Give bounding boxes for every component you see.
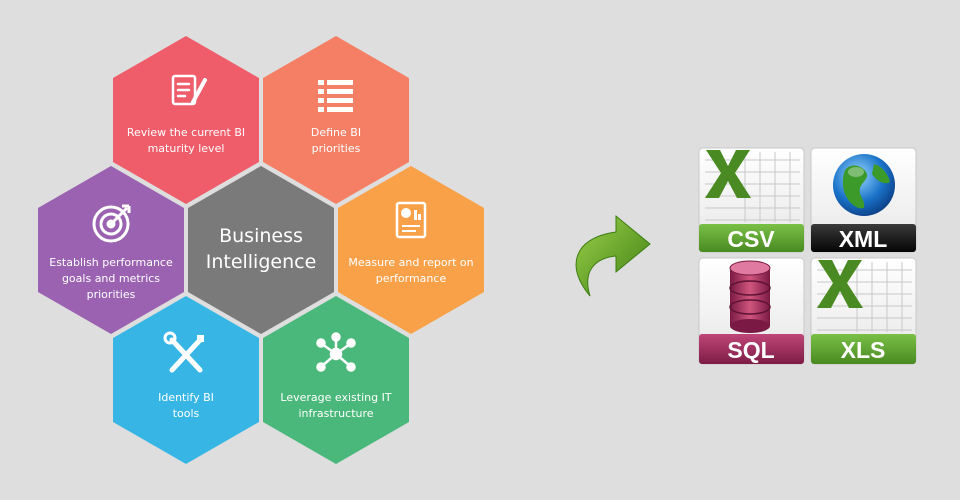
hex-establish-label-line2: goals and metrics (62, 272, 160, 285)
format-tile-xml: XML (810, 147, 917, 253)
format-label-xml: XML (839, 226, 888, 252)
hex-leverage-label-line2: infrastructure (298, 407, 373, 420)
hex-leverage-label-line1: Leverage existing IT (280, 391, 391, 404)
hex-establish-label-line3: priorities (87, 288, 136, 301)
hex-review-shape (113, 36, 259, 204)
hex-define-label-line1: Define BI (311, 126, 361, 139)
hex-center-shape (188, 166, 334, 334)
format-tile-xls: XLS (810, 257, 917, 365)
format-label-sql: SQL (727, 337, 774, 363)
hex-measure-and-report: Measure and report on performance (338, 166, 484, 334)
hex-measure-label-line2: performance (376, 272, 447, 285)
hex-identify-bi-tools: Identify BI tools (113, 296, 259, 464)
hex-establish-performance-goals: Establish performance goals and metrics … (38, 166, 184, 334)
hex-establish-label-line1: Establish performance (49, 256, 173, 269)
target-icon (92, 204, 131, 243)
format-tile-sql: SQL (698, 257, 805, 365)
format-label-csv: CSV (727, 226, 775, 252)
network-icon (316, 332, 356, 372)
report-chart-icon (395, 201, 427, 239)
wrench-screwdriver-icon (163, 331, 204, 373)
database-icon (729, 260, 771, 333)
excel-icon (817, 260, 912, 332)
hex-review-current-bi: Review the current BI maturity level (113, 36, 259, 204)
excel-icon (705, 150, 800, 222)
hex-identify-label-line2: tools (173, 407, 200, 420)
curved-arrow-icon (575, 214, 651, 297)
hex-define-bi-priorities: Define BI priorities (263, 36, 409, 204)
hex-identify-shape (113, 296, 259, 464)
hex-measure-shape (338, 166, 484, 334)
center-label-line1: Business (219, 225, 303, 247)
document-pencil-icon (171, 74, 207, 106)
hex-identify-label-line1: Identify BI (158, 391, 214, 404)
format-tile-csv: CSV (698, 147, 805, 253)
hex-define-shape (263, 36, 409, 204)
hex-review-label-line2: maturity level (148, 142, 225, 155)
globe-icon (833, 154, 895, 216)
hex-leverage-existing-it: Leverage existing IT infrastructure (263, 296, 409, 464)
hex-review-label-line1: Review the current BI (127, 126, 245, 139)
hex-establish-shape (38, 166, 184, 334)
center-label-line2: Intelligence (206, 251, 317, 273)
hex-leverage-shape (263, 296, 409, 464)
hex-define-label-line2: priorities (312, 142, 361, 155)
hex-measure-label-line1: Measure and report on (348, 256, 473, 269)
hex-center-business-intelligence: Business Intelligence (188, 166, 334, 334)
list-icon (318, 80, 353, 112)
format-label-xls: XLS (841, 337, 886, 363)
